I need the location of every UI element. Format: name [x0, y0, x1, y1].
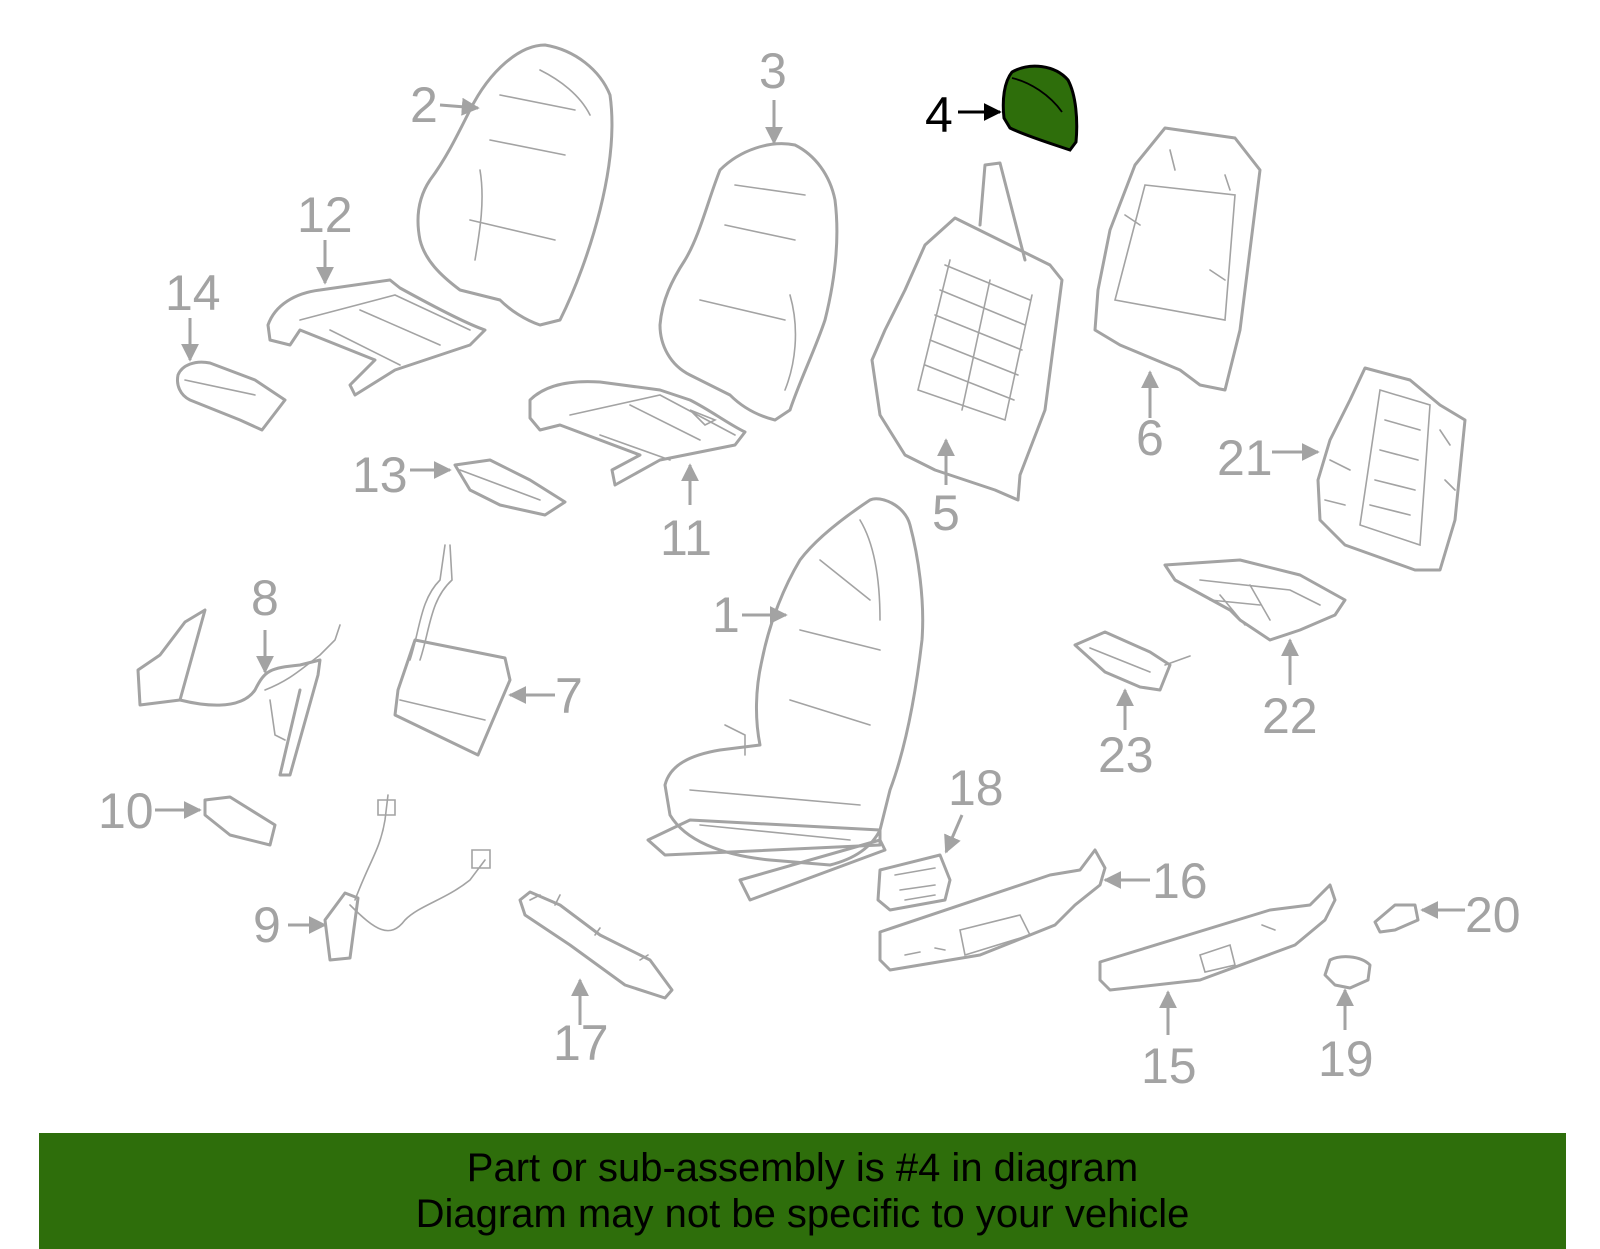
- part-6-backrest-panel: [1093, 126, 1262, 392]
- banner-line-part-number: Part or sub-assembly is #4 in diagram: [466, 1146, 1139, 1190]
- part-23-heating-pad: [1073, 630, 1191, 692]
- part-16-side-trim: [878, 848, 1107, 972]
- callout-10: 10: [98, 783, 154, 839]
- callout-15: 15: [1141, 1038, 1197, 1094]
- part-15-side-trim: [1098, 883, 1337, 992]
- callout-9: 9: [253, 897, 281, 953]
- part-7-airbag-module: [393, 544, 512, 757]
- part-19-knob: [1323, 955, 1372, 990]
- part-10-switch: [203, 795, 277, 847]
- part-20-knob: [1373, 903, 1420, 934]
- part-22-heating-mat: [1163, 558, 1347, 642]
- callout-16: 16: [1152, 853, 1208, 909]
- part-14-pad: [176, 360, 287, 432]
- part-3-backrest-cover: [658, 142, 839, 422]
- callout-18: 18: [948, 760, 1004, 816]
- callout-20: 20: [1465, 887, 1521, 943]
- callout-19: 19: [1318, 1031, 1374, 1087]
- banner-line-disclaimer: Diagram may not be specific to your vehi…: [415, 1192, 1190, 1236]
- part-4-headrest: [1001, 64, 1079, 152]
- callout-8: 8: [251, 570, 279, 626]
- part-2-backrest-cover: [416, 43, 614, 327]
- part-18-switch: [876, 853, 952, 912]
- part-12-cushion-cover: [266, 278, 487, 397]
- part-11-cushion-cover: [528, 380, 747, 487]
- callout-23: 23: [1098, 727, 1154, 783]
- part-13-pad: [453, 458, 567, 517]
- callout-4: 4: [925, 87, 953, 143]
- callout-6: 6: [1136, 410, 1164, 466]
- info-banner: Part or sub-assembly is #4 in diagram Di…: [39, 1133, 1566, 1249]
- callout-14: 14: [165, 265, 221, 321]
- callout-7: 7: [555, 668, 583, 724]
- callout-21: 21: [1217, 430, 1273, 486]
- callout-3: 3: [759, 43, 787, 99]
- callout-11: 11: [660, 510, 712, 566]
- callout-5: 5: [932, 485, 960, 541]
- part-21-heating-mat: [1316, 366, 1467, 572]
- callout-12: 12: [297, 187, 353, 243]
- callout-22: 22: [1262, 688, 1318, 744]
- callout-2: 2: [410, 77, 438, 133]
- part-5-backrest-frame: [870, 161, 1064, 502]
- callout-13: 13: [352, 447, 408, 503]
- part-8-side-airbag: [136, 608, 341, 777]
- callout-17: 17: [553, 1015, 609, 1071]
- callout-1: 1: [712, 587, 740, 643]
- part-17-rail-trim: [518, 890, 674, 1000]
- part-9-wiring-harness: [323, 794, 491, 962]
